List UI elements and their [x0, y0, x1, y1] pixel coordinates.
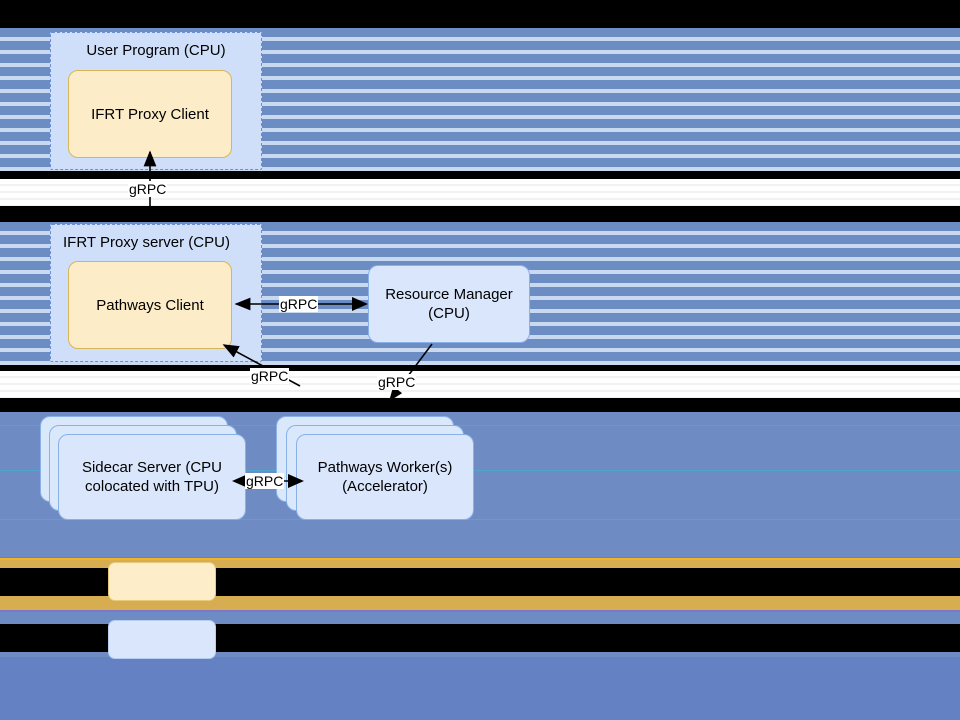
artifact-white-band [0, 371, 960, 398]
edge-label-proxyserver-to-proxyclient: gRPC [128, 181, 168, 197]
artifact-gold-line [0, 558, 960, 560]
artifact-cyan-line [0, 519, 960, 520]
artifact-black-band [0, 398, 960, 412]
artifact-black-band [0, 365, 960, 371]
node-sidecar-server[interactable]: Sidecar Server (CPU colocated with TPU) [58, 434, 246, 520]
artifact-cyan-line [0, 470, 960, 471]
node-ifrt-proxy-client-label: IFRT Proxy Client [91, 105, 209, 123]
node-resource-manager[interactable]: Resource Manager (CPU) [368, 265, 530, 343]
node-resource-manager-line1: Resource Manager [385, 286, 513, 303]
node-sidecar-server-line2: colocated with TPU) [85, 478, 219, 495]
artifact-black-band [0, 206, 960, 222]
node-ifrt-proxy-client[interactable]: IFRT Proxy Client [68, 70, 232, 158]
artifact-violet-line [0, 610, 960, 612]
node-resource-manager-line2: (CPU) [428, 305, 470, 322]
edge-label-sidecar-workers: gRPC [245, 473, 285, 489]
edge-sidecar-workers-arrow-right [288, 474, 304, 488]
artifact-black-band [0, 171, 960, 179]
edge-label-resourcemanager-to-pathwaysclient: gRPC [279, 296, 319, 312]
group-user-program-title: User Program (CPU) [86, 42, 226, 59]
edge-resourcemanager-to-workers [389, 343, 433, 402]
node-pathways-workers[interactable]: Pathways Worker(s) (Accelerator) [296, 434, 474, 520]
node-pathways-workers-line2: (Accelerator) [342, 478, 428, 495]
group-ifrt-proxy-server-title: IFRT Proxy server (CPU) [63, 234, 230, 251]
artifact-gold-band [0, 596, 960, 610]
legend-swatch-blue [108, 620, 216, 659]
edge-resourcemanager-tail [352, 297, 368, 311]
edge-label-resourcemanager-to-workers: gRPC [377, 374, 417, 390]
edge-sidecar-workers-arrow-left [232, 474, 248, 488]
node-sidecar-server-line1: Sidecar Server (CPU [81, 459, 223, 476]
node-pathways-workers-line1: Pathways Worker(s) [317, 459, 453, 476]
node-pathways-client-label: Pathways Client [96, 296, 204, 314]
legend-swatch-yellow [108, 562, 216, 601]
artifact-cyan-line [0, 425, 960, 426]
node-pathways-client[interactable]: Pathways Client [68, 261, 232, 349]
edge-label-sidecar-to-pathwaysclient: gRPC [250, 368, 290, 384]
artifact-solid-blue [0, 657, 960, 720]
artifact-black-band [0, 0, 960, 28]
